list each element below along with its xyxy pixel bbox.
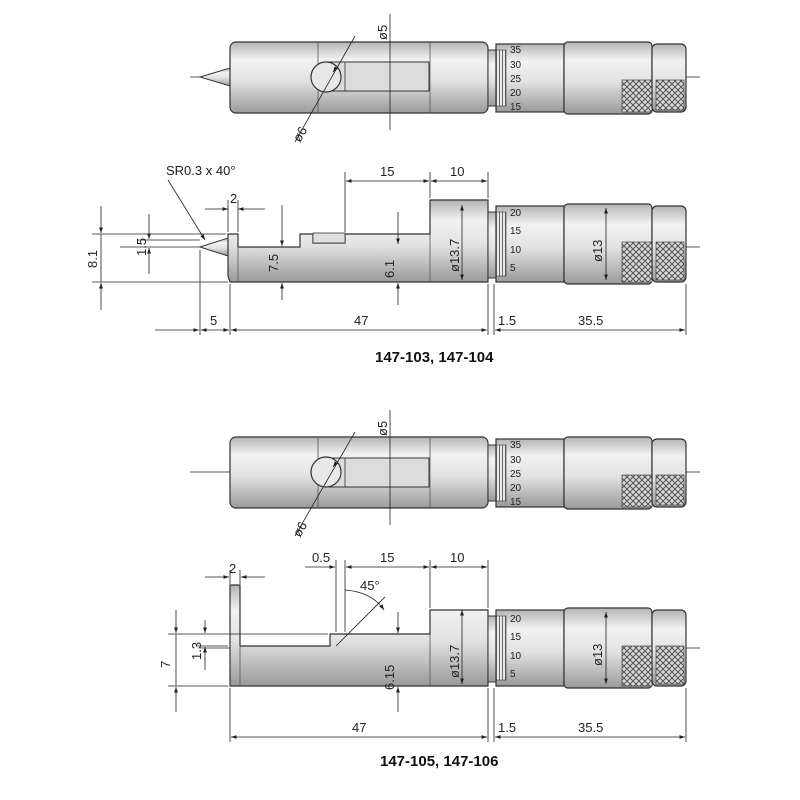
- scale-mark: 5: [510, 669, 516, 680]
- scale-mark: 15: [510, 102, 522, 113]
- scale-mark: 15: [510, 226, 522, 237]
- sleeve: [495, 609, 565, 687]
- dim-gap: 1.5: [498, 313, 516, 328]
- dim-frame-dia: ø13.7: [447, 239, 462, 272]
- dim-block-length: 10: [450, 550, 464, 565]
- view2-top: ø6 ø5 35 30 25 20 15: [190, 410, 700, 540]
- dim-blade-offset: 1.3: [189, 642, 204, 660]
- dim-anvil-height: 6.1: [382, 260, 397, 278]
- dim-frame-length: 47: [354, 313, 368, 328]
- scale-mark: 15: [510, 497, 522, 508]
- dim-pin-dia: ø5: [375, 421, 390, 436]
- knurl-pattern: [621, 79, 653, 113]
- dim-anvil-length: 15: [380, 164, 394, 179]
- knurl-pattern: [621, 241, 653, 283]
- scale-mark: 5: [510, 263, 516, 274]
- dim-tip-length: 5: [210, 313, 217, 328]
- scale-mark: 20: [510, 483, 522, 494]
- view1-top: ø6 ø5 35 30 25 20 15: [190, 14, 700, 145]
- dim-tip-width: 2: [230, 191, 237, 206]
- knurl-pattern: [621, 645, 653, 687]
- scale-mark: 25: [510, 74, 522, 85]
- dim-head-length: 35.5: [578, 720, 603, 735]
- dim-block-length: 10: [450, 164, 464, 179]
- scale-mark: 35: [510, 440, 522, 451]
- dim-pin-dia: ø5: [375, 25, 390, 40]
- scale-mark: 15: [510, 632, 522, 643]
- scale-mark: 10: [510, 245, 522, 256]
- dim-hole-dia: ø6: [290, 124, 311, 145]
- scale-mark: 30: [510, 60, 522, 71]
- contact-tip: [198, 67, 231, 87]
- dim-tip-offset: 1.5: [134, 238, 149, 256]
- dim-hole-dia: ø6: [290, 519, 311, 540]
- scale-mark: 20: [510, 614, 522, 625]
- scale-mark: 30: [510, 455, 522, 466]
- frame-body: [229, 584, 489, 687]
- contact-tip: [198, 237, 229, 257]
- model-caption: 147-105, 147-106: [380, 753, 498, 770]
- dim-gap: 1.5: [498, 720, 516, 735]
- dim-offset: 0.5: [312, 550, 330, 565]
- dim-frame-height: 7.5: [266, 254, 281, 272]
- sleeve: [495, 205, 565, 283]
- model-caption: 147-103, 147-104: [375, 349, 494, 366]
- scale-mark: 10: [510, 651, 522, 662]
- dim-tip-height: 8.1: [85, 250, 100, 268]
- view2-side: 20 15 10 5 2 0.5 15 10 45° 7: [158, 550, 700, 742]
- scale-mark: 20: [510, 208, 522, 219]
- tip-radius-callout: SR0.3 x 40°: [166, 163, 236, 178]
- dim-thimble-dia: ø13: [590, 240, 605, 262]
- dim-total-height: 7: [158, 661, 173, 668]
- knurl-pattern: [621, 474, 653, 508]
- scale-mark: 20: [510, 88, 522, 99]
- dim-anvil-height: 6.15: [382, 665, 397, 690]
- dim-frame-length: 47: [352, 720, 366, 735]
- anvil-slot: [326, 61, 430, 92]
- sleeve: [495, 438, 565, 508]
- scale-mark: 25: [510, 469, 522, 480]
- dim-angle: 45°: [360, 578, 380, 593]
- dim-anvil-length: 15: [380, 550, 394, 565]
- dim-frame-dia: ø13.7: [447, 645, 462, 678]
- dim-thimble-dia: ø13: [590, 644, 605, 666]
- anvil-slot: [326, 457, 430, 488]
- view1-side: 20 15 10 5 SR0.3 x 40° 2 15 10 8.1: [85, 163, 700, 335]
- dim-head-length: 35.5: [578, 313, 603, 328]
- scale-mark: 35: [510, 45, 522, 56]
- dim-blade-width: 2: [229, 561, 236, 576]
